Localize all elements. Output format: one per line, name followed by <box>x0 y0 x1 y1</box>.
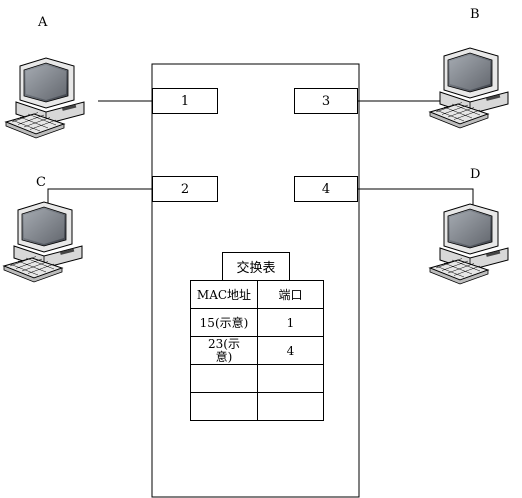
computer-a-icon <box>5 57 85 139</box>
cell-port <box>257 392 324 421</box>
table-row: 15(示意) 1 <box>190 308 324 337</box>
table-row: 23(示意) 4 <box>190 336 324 365</box>
cell-port: 4 <box>257 336 324 365</box>
cell-mac: 15(示意) <box>190 308 258 337</box>
cell-port: 1 <box>257 308 324 337</box>
table-row <box>190 364 324 393</box>
computer-b-icon <box>429 47 509 129</box>
table-row <box>190 392 324 421</box>
port-3: 3 <box>294 88 358 114</box>
table-caption: 交换表 <box>222 252 290 280</box>
header-mac: MAC地址 <box>190 280 258 309</box>
computer-c-icon <box>3 201 83 283</box>
host-label-a: A <box>38 15 48 30</box>
cell-port <box>257 364 324 393</box>
cell-mac <box>190 392 258 421</box>
header-port: 端口 <box>257 280 324 309</box>
table-header-row: MAC地址 端口 <box>190 280 324 309</box>
port-4: 4 <box>294 176 358 202</box>
port-1: 1 <box>152 88 218 114</box>
cell-mac: 23(示意) <box>190 336 258 365</box>
mac-table: MAC地址 端口 15(示意) 1 23(示意) 4 <box>190 280 324 421</box>
cell-mac <box>190 364 258 393</box>
switch-box <box>151 63 360 498</box>
port-2: 2 <box>152 176 218 202</box>
host-label-d: D <box>470 167 481 182</box>
cell-mac-text: 23(示意) <box>208 336 240 364</box>
cable-d <box>358 188 474 208</box>
computer-d-icon <box>429 203 509 285</box>
host-label-b: B <box>470 7 480 22</box>
host-label-c: C <box>36 175 46 190</box>
